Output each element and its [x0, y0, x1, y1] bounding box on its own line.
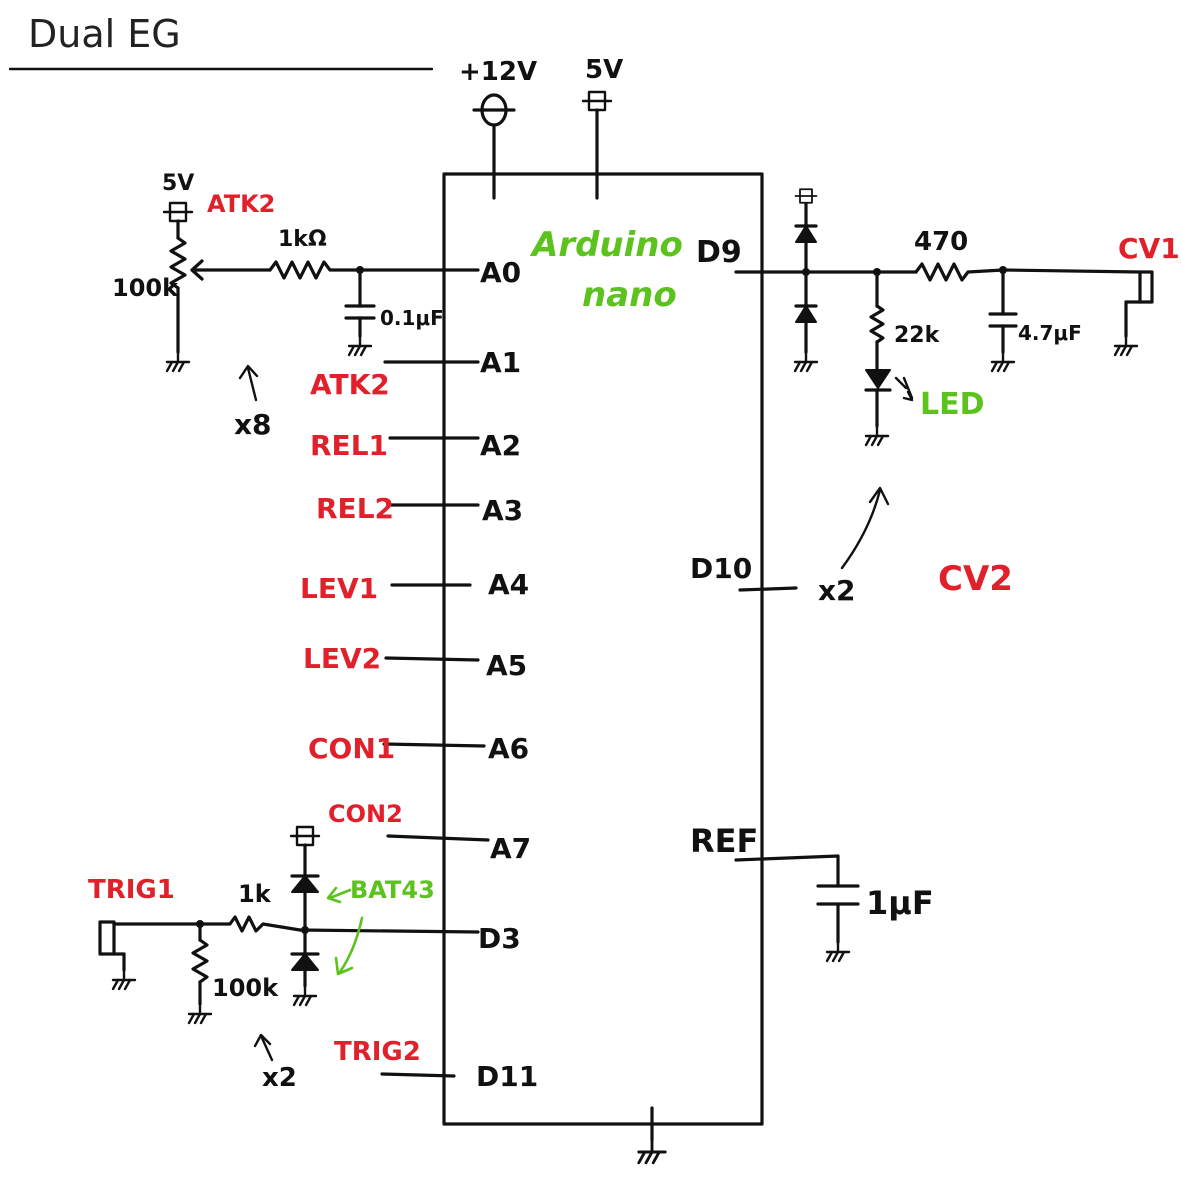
signal-lev1: LEV1 [300, 572, 378, 605]
chip-name-line1: Arduino [529, 225, 683, 265]
pulldown-label: 100k [212, 974, 279, 1002]
led-label: LED [920, 387, 985, 422]
output-cap-label: 4.7μF [1018, 321, 1082, 345]
trig1-label: TRIG1 [88, 875, 175, 905]
chip-name-line2: nano [582, 275, 677, 315]
pot-multiplier-arrow [238, 364, 259, 402]
svg-text:A3: A3 [482, 494, 523, 527]
led-light-arrows [894, 376, 914, 402]
clamp-diode-upper [795, 225, 817, 243]
led-resistor-label: 22k [894, 323, 941, 348]
cv1-jack [1138, 270, 1154, 304]
upper-diode [291, 875, 319, 893]
arduino-nano-block [442, 172, 764, 1126]
filter-cap-label: 0.1μF [380, 306, 444, 330]
cv-multiplier-arrow [840, 486, 890, 570]
supply-12v-terminal [472, 93, 516, 200]
trig-multiplier-arrow [253, 1033, 274, 1062]
pin-a0: A0 [358, 256, 521, 289]
cv1-label: CV1 [1118, 232, 1180, 265]
series-resistor-label: 1kΩ [278, 227, 327, 252]
trig-series-label: 1k [238, 880, 272, 908]
pin-a1: A1 ATK2 [310, 346, 521, 401]
pin-a4: A4 LEV1 [300, 568, 529, 605]
ref-cap-circuit: 1μF [734, 854, 934, 963]
pot-input-circuit: 5V ATK2 100k 1kΩ 0.1μF x8 [112, 171, 444, 441]
signal-con1: CON1 [308, 732, 395, 765]
trig1-jack [98, 920, 116, 956]
output-resistor-label: 470 [914, 227, 968, 257]
series-resistor [268, 260, 362, 280]
pin-a3: A3 REL2 [316, 492, 523, 527]
svg-text:D3: D3 [478, 922, 521, 955]
diode-label: BAT43 [350, 876, 435, 904]
pot-multiplier-label: x8 [234, 408, 272, 441]
cv-multiplier-label: x2 [818, 574, 856, 607]
pot-wiper-arrow [190, 259, 272, 281]
lower-diode [291, 953, 319, 971]
page-title: Dual EG [28, 12, 181, 56]
svg-text:A1: A1 [480, 346, 521, 379]
diode-pointer-lower [334, 916, 364, 976]
pot-supply-label: 5V [162, 171, 194, 196]
signal-atk2: ATK2 [310, 368, 390, 401]
pin-d3: D3 [478, 922, 521, 955]
diode-pointer-upper [326, 886, 352, 904]
pin-d11: D11 TRIG2 [334, 1037, 538, 1093]
svg-text:A5: A5 [486, 649, 527, 682]
d10-stub [738, 586, 798, 592]
svg-text:A6: A6 [488, 732, 529, 765]
trig-input-circuit: TRIG1 100k 1k BAT43 x2 [88, 825, 480, 1093]
pulldown-resistor [191, 938, 209, 984]
pin-d10: D10 [690, 552, 752, 585]
label-5v-top: 5V [585, 55, 623, 85]
pin-a5: A5 LEV2 [303, 642, 527, 682]
svg-text:A7: A7 [490, 832, 531, 865]
label-12v: +12V [459, 57, 537, 87]
ref-cap-label: 1μF [866, 884, 934, 922]
signal-con2: CON2 [328, 800, 403, 828]
svg-text:A2: A2 [480, 429, 521, 462]
signal-trig2: TRIG2 [334, 1037, 421, 1067]
cv2-label: CV2 [938, 559, 1013, 599]
led-resistor [869, 304, 885, 344]
pin-d9: D9 [696, 235, 742, 270]
signal-rel2: REL2 [316, 492, 394, 525]
pot-name-label: ATK2 [207, 190, 275, 218]
signal-rel1: REL1 [310, 429, 388, 462]
pin-a2: A2 REL1 [310, 429, 521, 462]
supply-5v-terminal [581, 90, 613, 200]
svg-text:D11: D11 [476, 1060, 538, 1093]
signal-lev2: LEV2 [303, 642, 381, 675]
trig-series-resistor [198, 915, 302, 933]
chip-ground [637, 1106, 667, 1165]
trig-multiplier-label: x2 [262, 1063, 297, 1093]
led-symbol [865, 369, 891, 389]
pot-value-label: 100k [112, 274, 179, 302]
clamp-diode-lower [795, 305, 817, 323]
svg-text:A4: A4 [488, 568, 529, 601]
output-resistor [914, 262, 1005, 282]
svg-text:A0: A0 [480, 256, 521, 289]
pin-a7: A7 CON2 [328, 800, 531, 865]
pin-a6: A6 CON1 [308, 732, 529, 765]
pin-ref: REF [690, 822, 758, 860]
cv-output-circuit: 22k LED 470 4.7μF CV1 x2 CV2 [734, 188, 1180, 607]
